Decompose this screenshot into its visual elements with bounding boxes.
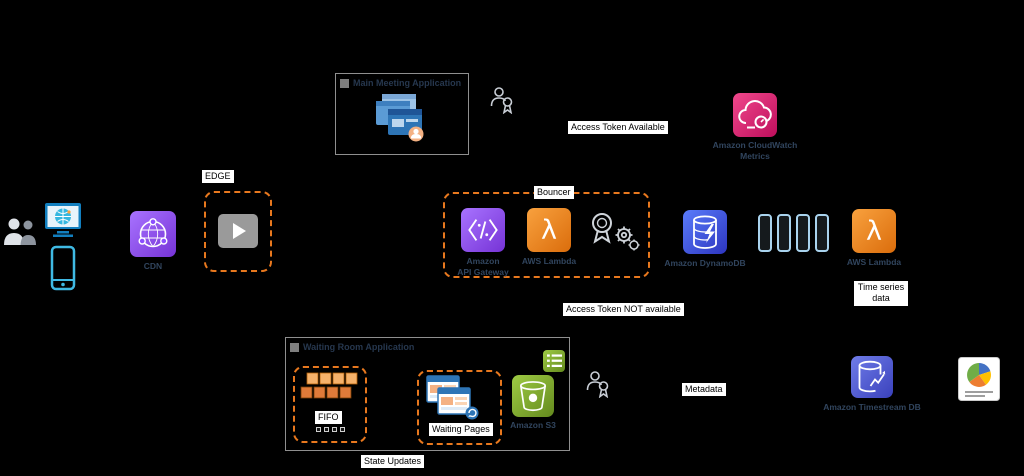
lambda-caption: AWS Lambda: [521, 256, 577, 266]
cloudfront-cdn-icon: [130, 211, 176, 257]
group-marker-icon: [340, 78, 349, 88]
pie-chart-report-icon: [957, 356, 1001, 407]
sqs-fifo-queue-glyph: [300, 372, 358, 399]
message-dot: [340, 427, 345, 432]
cdn-caption: CDN: [143, 261, 163, 271]
waiting-app-group-box: [285, 337, 570, 451]
s3-bucket-icon: [512, 375, 554, 417]
cloudwatch-caption: Amazon CloudWatch Metrics: [705, 140, 805, 162]
queue-segment: [758, 214, 772, 252]
pie-chart-report-glyph: [958, 357, 1000, 401]
web-browser-icon: [44, 202, 82, 243]
fifo-message-dots-icon: [316, 427, 345, 432]
bouncer-label: Bouncer: [534, 186, 574, 200]
waiting-pages-icon: [426, 375, 480, 426]
main-app-title: Main Meeting Application: [340, 78, 461, 88]
main-app-title-text: Main Meeting Application: [353, 78, 462, 88]
message-dot: [332, 427, 337, 432]
dynamodb-glyph: [693, 215, 717, 249]
time-series-data-label: Time series data: [854, 281, 908, 306]
waiting-pages-glyph: [426, 375, 479, 420]
api-gateway-glyph: [468, 219, 498, 241]
group-marker-icon: [290, 342, 299, 352]
message-dot: [324, 427, 329, 432]
caption-line: Metrics: [740, 151, 770, 162]
mobile-phone-icon: [50, 245, 76, 296]
application-windows-glyph: [376, 94, 424, 142]
lambda-glyph: λ: [866, 215, 882, 247]
cloudfront-glyph: [138, 218, 168, 248]
waiting-app-title: Waiting Room Application: [290, 342, 414, 352]
main-app-group-box: [335, 73, 469, 155]
caption-line: Amazon: [466, 256, 500, 266]
waiting-pages-group-box: [417, 370, 502, 445]
web-browser-glyph: [45, 203, 81, 237]
access-token-available-label: Access Token Available: [568, 121, 668, 135]
label-line: Time series: [857, 282, 905, 292]
user-certificate-glyph: [490, 87, 513, 115]
user-certificate-glyph: [586, 371, 609, 399]
waiting-app-title-text: Waiting Room Application: [303, 342, 415, 352]
timestream-caption: Amazon Timestream DB: [823, 402, 921, 412]
users-icon: [3, 216, 37, 253]
timestream-icon: [851, 356, 893, 398]
fifo-label: FIFO: [315, 411, 342, 425]
label-line: data: [872, 293, 890, 304]
edge-label: EDGE: [202, 170, 234, 184]
user-certificate-icon: [585, 369, 611, 403]
caption-line: API Gateway: [457, 267, 509, 278]
waiting-pages-label: Waiting Pages: [429, 423, 493, 437]
queue-segment: [777, 214, 791, 252]
lambda-caption: AWS Lambda: [846, 257, 902, 267]
checklist-icon: [543, 350, 565, 372]
s3-caption: Amazon S3: [510, 420, 556, 430]
timestream-glyph: [858, 360, 886, 393]
fifo-queue-group-box: [293, 366, 367, 443]
play-icon: [233, 223, 246, 239]
queue-buffer-icon: [758, 214, 829, 252]
queue-segment: [796, 214, 810, 252]
message-dot: [316, 427, 321, 432]
edge-group-box: [204, 191, 272, 272]
mobile-phone-glyph: [50, 245, 76, 291]
sqs-fifo-queue-icon: [299, 371, 361, 406]
lambda-icon: λ: [852, 209, 896, 253]
user-certificate-icon: [489, 85, 515, 119]
dynamodb-caption: Amazon DynamoDB: [664, 258, 746, 268]
lambda-icon: λ: [527, 208, 571, 252]
metadata-label: Metadata: [682, 383, 726, 397]
s3-bucket-glyph: [519, 381, 547, 412]
dynamodb-icon: [683, 210, 727, 254]
api-gateway-icon: [461, 208, 505, 252]
access-token-not-available-label: Access Token NOT available: [563, 303, 684, 317]
state-updates-label: State Updates: [361, 455, 425, 469]
video-player-icon: [218, 214, 258, 248]
api-gateway-caption: Amazon API Gateway: [445, 256, 521, 278]
queue-segment: [815, 214, 829, 252]
checklist-glyph: [546, 354, 562, 367]
certificate-gears-glyph: [592, 213, 640, 251]
certificate-gears-icon: [588, 210, 640, 259]
caption-line: Amazon CloudWatch: [712, 140, 798, 150]
lambda-glyph: λ: [541, 214, 557, 246]
application-windows-icon: [372, 92, 428, 149]
users-glyph: [4, 218, 36, 245]
cloudwatch-glyph: [738, 100, 772, 129]
cloudwatch-icon: [733, 93, 777, 137]
